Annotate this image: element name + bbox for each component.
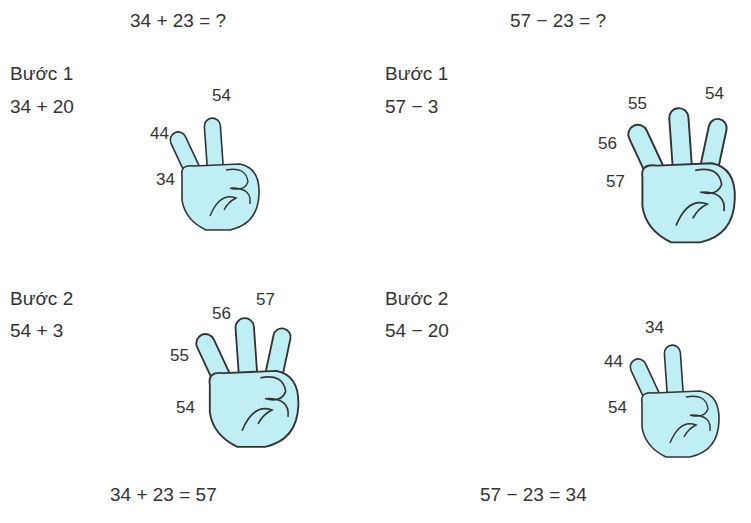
step-expression: 54 + 3 [10, 320, 63, 342]
finger-count: 56 [212, 304, 231, 324]
finger-count: 54 [176, 398, 195, 418]
problem-heading: 34 + 23 = ? [130, 10, 226, 32]
problem-heading: 57 − 23 = ? [510, 10, 606, 32]
finger-count: 44 [604, 352, 623, 372]
step-title: Bước 2 [385, 288, 448, 310]
finger-count: 54 [212, 86, 231, 106]
finger-count: 55 [170, 346, 189, 366]
finger-count: 56 [598, 134, 617, 154]
step-expression: 57 − 3 [385, 96, 438, 118]
step-expression: 34 + 20 [10, 96, 74, 118]
step-expression: 54 − 20 [385, 320, 449, 342]
finger-count: 57 [606, 172, 625, 192]
finger-count: 34 [645, 318, 664, 338]
step-title: Bước 1 [385, 63, 448, 85]
finger-count: 54 [608, 398, 627, 418]
finger-count: 44 [150, 124, 169, 144]
result-equation: 34 + 23 = 57 [110, 484, 217, 506]
finger-count: 34 [156, 170, 175, 190]
result-equation: 57 − 23 = 34 [480, 484, 587, 506]
finger-count: 54 [705, 84, 724, 104]
finger-count: 57 [256, 290, 275, 310]
step-title: Bước 1 [10, 63, 73, 85]
finger-count: 55 [628, 94, 647, 114]
step-title: Bước 2 [10, 288, 73, 310]
